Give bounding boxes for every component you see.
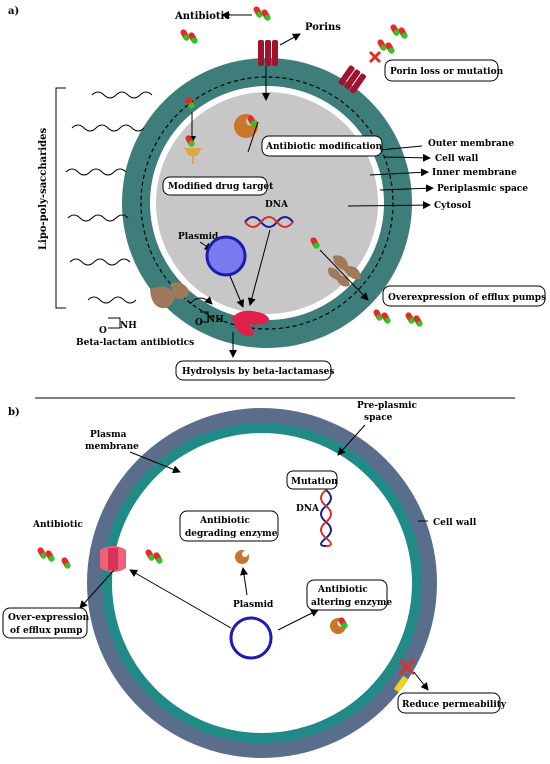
pre-plasmic-label-1: Pre-plasmic (357, 401, 418, 411)
antibiotic-label-top: Antibiotic (174, 11, 230, 22)
modification-pointer (247, 121, 259, 153)
antibiotic-capsule-icon (179, 28, 198, 44)
antibiotic-capsule-icon (372, 308, 391, 324)
reduce-box (397, 692, 501, 714)
pre-plasmic-label-2: space (364, 413, 393, 423)
nh-label-2: NH (207, 315, 224, 325)
efflux-label-b-2: of efflux pump (10, 626, 82, 636)
efflux-pump-icon (150, 282, 190, 309)
mutation-label: Mutation (291, 477, 338, 487)
o-label-2: O (195, 318, 203, 328)
antibiotic-capsule-icon (389, 23, 408, 39)
cytosol-label: Cytosol (434, 201, 472, 211)
lps-bracket (55, 87, 66, 309)
efflux-box-b (2, 607, 88, 639)
periplasmic-space-label: Periplasmic space (437, 184, 528, 194)
lps-label: Lipo-poly-saccharides (38, 127, 49, 250)
dna-helix-icon (244, 216, 294, 228)
block-x-icon (368, 50, 382, 64)
degrading-box (179, 510, 279, 542)
modified-drug-target-label: Modified drug target (168, 182, 274, 192)
dna-label-b: DNA (296, 504, 320, 514)
panel-a-letter: a) (8, 6, 19, 17)
beta-lactam-structure (108, 296, 213, 329)
inner-membrane-arrow (369, 168, 429, 177)
porin-icon (338, 65, 366, 94)
hydrolysis-label: Hydrolysis by beta-lactamases (182, 367, 334, 377)
porin-loss-label: Porin loss or mutation (390, 67, 504, 77)
drug-target-icon (184, 148, 202, 164)
degrading-label-1: Antibiotic (199, 516, 250, 526)
efflux-box-a (382, 285, 546, 307)
panel-a: a) Lipo-poly-saccharides Antibiotic Pori… (8, 5, 546, 381)
efflux-label-a: Overexpression of efflux pumps (388, 293, 546, 303)
modified-drug-target-box (162, 176, 268, 196)
cell-wall-label-b: Cell wall (433, 518, 477, 528)
cytosol-arrow (347, 201, 431, 210)
periplasmic-arrow (379, 184, 434, 193)
reduce-arrow (413, 671, 429, 691)
dna-helix-icon (320, 489, 332, 547)
beta-lactam-label: Beta-lactam antibiotics (76, 338, 194, 348)
plasmid-to-efflux-arrow (129, 569, 232, 629)
mutation-box (286, 470, 338, 490)
plasmid-label-a: Plasmid (178, 232, 219, 242)
efflux-out-arrow (319, 249, 369, 301)
plasmid-icon (205, 235, 247, 277)
pre-plasmic-arrow (337, 424, 366, 456)
lipopolysaccharide-chains (65, 91, 153, 304)
plasma-arrow (129, 451, 181, 474)
enzyme-icon (235, 550, 249, 564)
cell-wall-arrow (384, 153, 431, 162)
efflux-label-b-1: Over-expression (8, 613, 90, 623)
cytoplasm-b (112, 433, 412, 733)
hydrolysis-box (175, 360, 332, 381)
antibiotic-capsule-icon (404, 311, 423, 327)
antibiotic-capsule-icon (36, 546, 55, 562)
antibiotic-modification-label: Antibiotic modification (265, 142, 383, 152)
reduced-porin-marker (393, 675, 409, 693)
antibiotic-capsule-icon (252, 5, 271, 21)
nh-label-1: NH (120, 321, 137, 331)
porins-label: Porins (305, 22, 341, 33)
cell-wall-label: Cell wall (435, 154, 479, 164)
efflux-pump-icon (100, 546, 126, 572)
plasma-label-2: membrane (85, 442, 139, 452)
outer-membrane-line (379, 145, 423, 151)
outer-membrane-label: Outer membrane (428, 139, 514, 149)
arrow-to-porins (279, 33, 301, 46)
efflux-pump-icon (328, 255, 361, 287)
panel-b: b) Pre-plasmic space Plasma membrane Mut… (2, 401, 507, 758)
altering-label-2: altering enzyme (311, 598, 392, 608)
plasma-label-1: Plasma (90, 430, 127, 440)
o-label-1: O (99, 326, 107, 336)
plasmid-to-degrading-arrow (240, 567, 248, 596)
plasmid-to-altering-arrow (277, 609, 319, 631)
enzyme-icon (232, 310, 269, 337)
panel-b-letter: b) (8, 407, 20, 418)
antibiotic-label-b: Antibiotic (32, 520, 83, 530)
block-x-icon (398, 658, 416, 676)
dna-to-enzyme-arrow (247, 229, 271, 306)
efflux-pointer-b (79, 569, 115, 609)
porin-loss-box (384, 59, 499, 82)
dna-label-a: DNA (265, 200, 289, 210)
inner-membrane-label: Inner membrane (432, 168, 517, 178)
altering-box (306, 579, 388, 611)
altering-label-1: Antibiotic (317, 585, 368, 595)
plasmid-icon (229, 616, 273, 660)
inner-membrane-dashed (140, 76, 394, 330)
plasmid-to-enzyme-arrow (229, 275, 244, 308)
plasmid-label-b: Plasmid (233, 600, 274, 610)
antibiotic-capsule-icon (60, 556, 72, 570)
reduce-label: Reduce permeability (402, 700, 507, 710)
degrading-label-2: degrading enzyme (185, 529, 278, 539)
porin-icon (258, 40, 278, 66)
antibiotic-modification-box (261, 135, 383, 157)
